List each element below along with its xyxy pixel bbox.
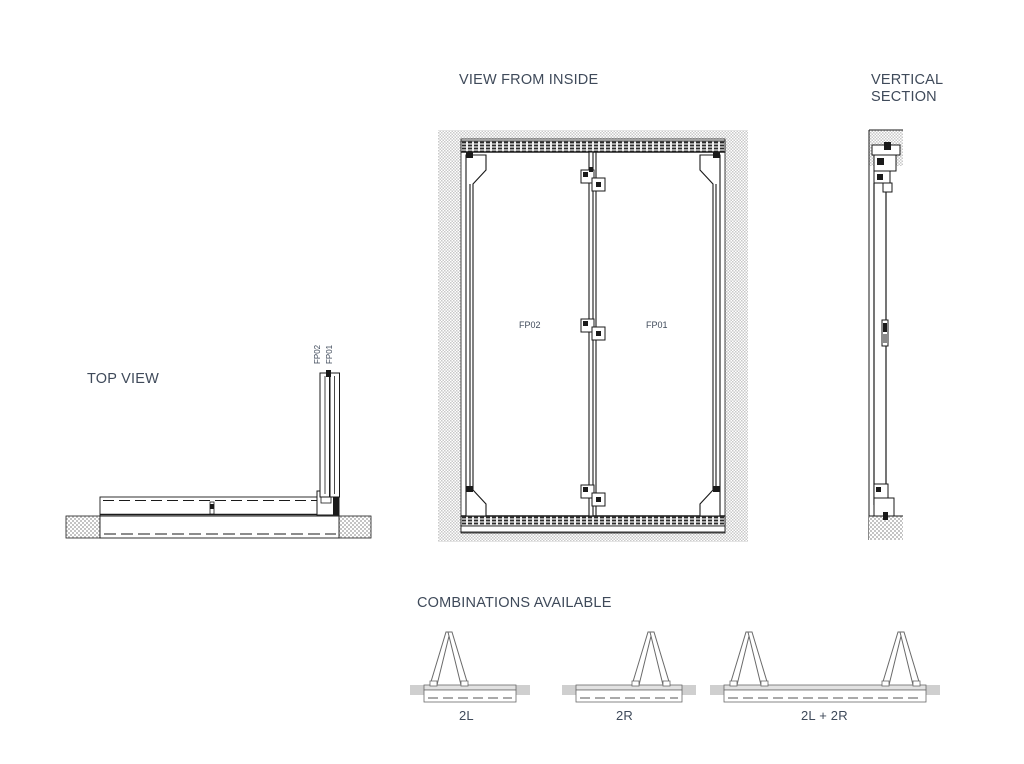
vsection-floor-pin: [883, 512, 888, 520]
top-view-title: TOP VIEW: [87, 371, 159, 387]
vsection-head-carriage-roller: [877, 158, 884, 165]
combination-2r-opening: [575, 689, 683, 703]
top-view-panel-labels: FP02 FP01: [313, 344, 334, 364]
combination-2r-left-cap: [562, 685, 576, 695]
combination-2r-panel-b: [649, 631, 671, 686]
combination-2l2r-right-hinge-b: [912, 680, 921, 687]
combination-label-2l-2r: 2L + 2R: [801, 708, 848, 723]
combination-2l2r-right-hinge-a: [881, 680, 890, 687]
combination-2l-right-cap: [516, 685, 530, 695]
top-view-center-stop-fill: [210, 504, 214, 509]
combination-label-2r: 2R: [616, 708, 634, 723]
combination-2l2r-left-hinge-a: [729, 680, 738, 687]
inside-view-left-top-bracket: [466, 152, 473, 158]
combination-2l-hinge-left: [429, 680, 438, 687]
top-view-geometry: [65, 370, 372, 539]
combination-2r-hinge-right: [662, 680, 671, 687]
combinations-title: COMBINATIONS AVAILABLE: [417, 595, 612, 611]
combination-2l2r-left-cap: [710, 685, 724, 695]
vsection-head-track-pin: [884, 142, 891, 150]
inside-view-head-rail: [460, 140, 726, 153]
inside-view-left-bottom-bracket: [466, 486, 473, 492]
inside-view-title: VIEW FROM INSIDE: [459, 72, 599, 88]
vsection-bottom-guide-bolt: [876, 487, 881, 492]
vertical-section-title-line2: SECTION: [871, 89, 937, 105]
combination-2l2r-right-panel-a: [881, 631, 903, 686]
combination-2l2r-left-panel-a: [729, 631, 751, 686]
combination-2l2r-track: [723, 684, 927, 691]
combination-2l: [410, 631, 530, 703]
combination-2l2r-left-hinge-b: [760, 680, 769, 687]
top-view-right-wall: [338, 515, 372, 539]
combination-2l2r-right-panel-b: [899, 631, 921, 686]
combination-2l-track: [423, 684, 517, 691]
combination-2l-panel-b: [447, 631, 469, 686]
inside-view-right-top-bracket: [713, 152, 720, 158]
combination-2l2r-left-panel-b: [747, 631, 769, 686]
top-view-slab: [99, 515, 340, 539]
top-view-label-fp02: FP02: [313, 344, 322, 364]
top-view-track: [99, 496, 340, 517]
combination-2l2r-right-cap: [926, 685, 940, 695]
combination-2l-opening: [423, 689, 517, 703]
vertical-section-title-line1: VERTICAL: [871, 72, 944, 88]
vertical-section-geometry: [868, 129, 903, 540]
inside-view-sill-rail: [460, 515, 726, 527]
vsection-head-stop: [882, 182, 893, 193]
combination-2r-right-cap: [682, 685, 696, 695]
inside-view-label-fp02: FP02: [519, 320, 541, 330]
inside-view-geometry: [438, 130, 748, 542]
combination-2r: [562, 631, 696, 703]
top-view-label-fp01: FP01: [325, 344, 334, 364]
vsection-handle-detail: [881, 319, 889, 347]
inside-view-middle-hinge: [580, 318, 606, 341]
combination-2l2r-opening: [723, 689, 927, 703]
combination-2l-hinge-right: [460, 680, 469, 687]
combination-2l-2r: [710, 631, 940, 703]
combination-2r-hinge-left: [631, 680, 640, 687]
top-view-left-wall: [65, 515, 101, 539]
vsection-head-bracket-bolt: [877, 174, 883, 180]
inside-view-label-fp01: FP01: [646, 320, 668, 330]
combination-2l-panel-a: [429, 631, 451, 686]
combination-label-2l: 2L: [459, 708, 474, 723]
combination-2r-panel-a: [631, 631, 653, 686]
top-view-carriage-fill: [333, 491, 339, 515]
combination-2l-left-cap: [410, 685, 424, 695]
inside-view-bottom-hinge: [580, 484, 606, 507]
inside-view-top-hinge: [580, 167, 606, 192]
inside-view-right-bottom-bracket: [713, 486, 720, 492]
inside-view-sill-base: [460, 525, 726, 533]
